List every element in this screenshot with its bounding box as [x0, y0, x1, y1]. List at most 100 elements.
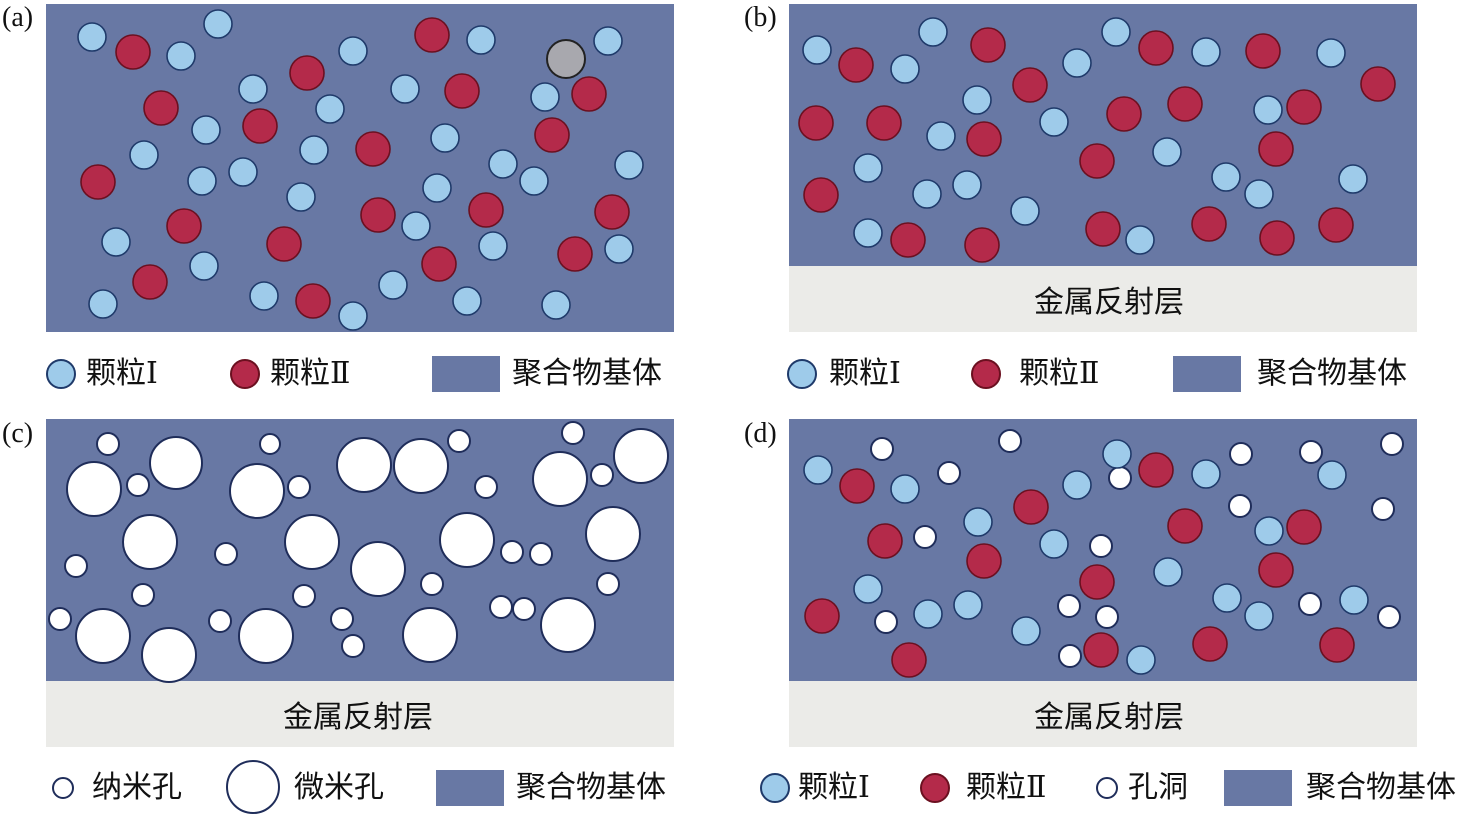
micro-pore-swatch	[226, 760, 280, 814]
particle-1	[189, 251, 219, 281]
particle-1	[478, 231, 508, 261]
particle-2	[414, 17, 450, 53]
particle-1	[88, 289, 118, 319]
particle-1	[952, 170, 982, 200]
particle-2	[557, 236, 593, 272]
metal-layer-label: 金属反射层	[1034, 285, 1184, 320]
panel-label-d: (d)	[744, 418, 777, 449]
particle-1	[1102, 439, 1132, 469]
particle-2	[964, 227, 1000, 263]
particle-1-label: 颗粒Ⅰ	[798, 770, 870, 805]
particle-2	[867, 523, 903, 559]
particle-2	[1167, 508, 1203, 544]
pore	[1371, 497, 1395, 521]
particle-1	[1125, 225, 1155, 255]
particle-1-swatch	[760, 773, 790, 803]
particle-1	[593, 26, 623, 56]
panel-d: 金属反射层	[789, 419, 1417, 747]
legend-d: 颗粒Ⅰ 颗粒Ⅱ 孔洞 聚合物基体	[760, 768, 1472, 808]
particle-2	[1106, 96, 1142, 132]
pore	[1228, 494, 1252, 518]
particle-1	[452, 286, 482, 316]
legend-a: 颗粒Ⅰ 颗粒Ⅱ 聚合物基体	[46, 354, 686, 394]
pore	[913, 525, 937, 549]
particle-1	[338, 301, 368, 331]
hole-label: 孔洞	[1128, 770, 1188, 805]
nano-pore-swatch	[52, 777, 74, 799]
particle-2	[468, 192, 504, 228]
legend-c: 纳米孔 微米孔 聚合物基体	[46, 760, 696, 814]
particle-1	[1254, 516, 1284, 546]
pore	[330, 607, 354, 631]
particle-2	[1286, 89, 1322, 125]
particle-1-label: 颗粒Ⅰ	[86, 356, 158, 391]
particle-2	[966, 121, 1002, 157]
pore	[126, 473, 150, 497]
particle-2-swatch	[230, 359, 260, 389]
particle-1-swatch	[46, 359, 76, 389]
pore	[336, 437, 392, 493]
pore	[596, 572, 620, 596]
particle-2	[143, 90, 179, 126]
particle-2	[534, 117, 570, 153]
particle-1	[191, 115, 221, 145]
pore	[474, 475, 498, 499]
particle-1	[1039, 107, 1069, 137]
particle-1	[203, 9, 233, 39]
particle-2	[966, 543, 1002, 579]
particle-1	[1152, 137, 1182, 167]
particle-2	[890, 222, 926, 258]
pore	[229, 463, 285, 519]
particle-2	[1258, 552, 1294, 588]
particle-1	[890, 54, 920, 84]
pore	[585, 506, 641, 562]
particle-2	[970, 27, 1006, 63]
pore	[1298, 592, 1322, 616]
particle-2-label: 颗粒Ⅱ	[1019, 356, 1100, 391]
particle-1	[963, 507, 993, 537]
particle-1	[926, 121, 956, 151]
particle-2	[444, 73, 480, 109]
particle-1	[238, 74, 268, 104]
matrix-swatch	[436, 770, 504, 806]
particle-1	[1101, 17, 1131, 47]
particle-1	[129, 140, 159, 170]
pore	[238, 608, 294, 664]
particle-1	[166, 41, 196, 71]
pore	[214, 542, 238, 566]
metal-layer-label: 金属反射层	[283, 700, 433, 735]
particle-1	[466, 25, 496, 55]
particle-1	[228, 157, 258, 187]
particle-1	[1153, 557, 1183, 587]
particle-1	[430, 123, 460, 153]
pore	[208, 609, 232, 633]
particle-2	[1192, 626, 1228, 662]
pore	[447, 429, 471, 453]
particle-1	[338, 36, 368, 66]
panel-label-a: (a)	[2, 2, 34, 33]
particle-2	[355, 131, 391, 167]
pore	[1089, 534, 1113, 558]
hole-swatch	[1096, 777, 1118, 799]
particle-1	[803, 455, 833, 485]
particle-1	[299, 135, 329, 165]
particle-1	[77, 22, 107, 52]
particle-1	[962, 85, 992, 115]
particle-1	[1244, 601, 1274, 631]
pore	[870, 437, 894, 461]
micro-pore-label: 微米孔	[294, 770, 384, 805]
particle-1	[853, 153, 883, 183]
particle-1	[530, 82, 560, 112]
particle-1	[187, 166, 217, 196]
particle-1	[1062, 470, 1092, 500]
particle-2	[242, 108, 278, 144]
particle-1	[286, 182, 316, 212]
pore	[439, 512, 495, 568]
particle-2	[1085, 211, 1121, 247]
particle-2	[803, 177, 839, 213]
pore	[532, 451, 588, 507]
matrix-label: 聚合物基体	[512, 356, 662, 391]
particle-2	[421, 246, 457, 282]
pore	[341, 634, 365, 658]
particle-2	[1079, 143, 1115, 179]
